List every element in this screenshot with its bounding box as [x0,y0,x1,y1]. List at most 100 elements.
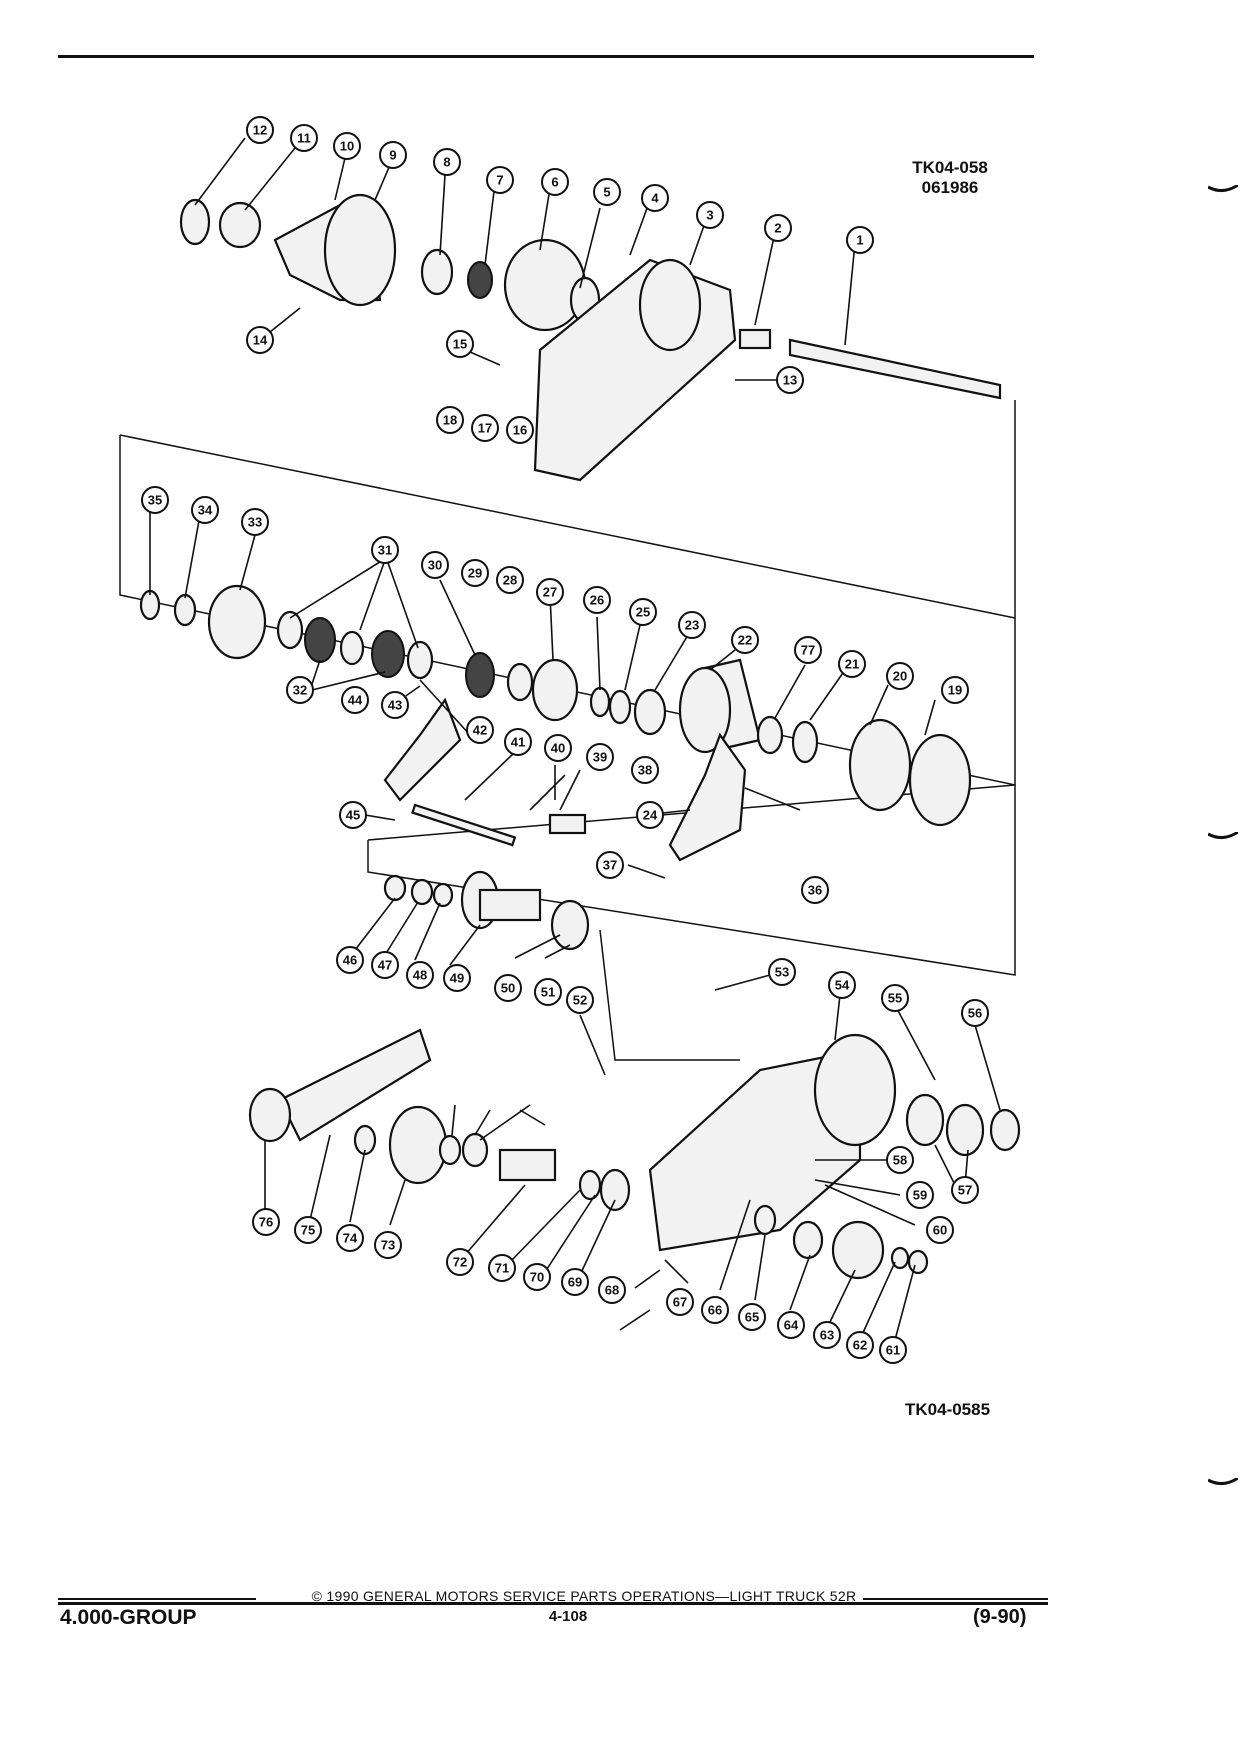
callout-36: 36 [801,876,829,904]
callout-number: 54 [835,978,850,993]
callout-circle [494,974,522,1002]
callout-circle [738,1303,766,1331]
callout-68: 68 [598,1276,626,1304]
callout-21: 21 [838,650,866,678]
callout-26: 26 [583,586,611,614]
callout-40: 40 [544,734,572,762]
callout-circle [141,486,169,514]
callout-number: 44 [348,693,363,708]
callout-circle [286,676,314,704]
callout-number: 77 [801,643,815,658]
callout-number: 2 [774,221,781,236]
callout-60: 60 [926,1216,954,1244]
callout-number: 22 [738,633,752,648]
callout-circle [290,124,318,152]
callout-circle [951,1176,979,1204]
callout-number: 9 [389,148,396,163]
callout-2: 2 [764,214,792,242]
callout-circle [246,116,274,144]
callout-77: 77 [794,636,822,664]
callout-number: 13 [783,373,797,388]
callout-circle [536,578,564,606]
callout-circle [561,1268,589,1296]
callout-number: 50 [501,981,515,996]
callout-34: 34 [191,496,219,524]
callout-circle [504,728,532,756]
callout-number: 1 [856,233,863,248]
callout-circle [846,1331,874,1359]
part-chain-75 [278,1028,432,1142]
callout-number: 16 [513,423,527,438]
callout-15: 15 [446,330,474,358]
callout-number: 38 [638,763,652,778]
callout-number: 40 [551,741,565,756]
callout-circle [641,184,669,212]
callout-13: 13 [776,366,804,394]
callout-7: 7 [486,166,514,194]
callout-3: 3 [696,201,724,229]
callout-number: 17 [478,421,492,436]
callout-number: 74 [343,1231,358,1246]
callout-57: 57 [951,1176,979,1204]
callout-circle [471,414,499,442]
callout-circle [379,141,407,169]
callout-54: 54 [828,971,856,999]
callout-circle [534,978,562,1006]
callout-number: 23 [685,618,699,633]
callout-38: 38 [631,756,659,784]
callout-circle [598,1276,626,1304]
callout-circle [886,1146,914,1174]
callout-number: 56 [968,1006,982,1021]
callout-64: 64 [777,1311,805,1339]
callout-18: 18 [436,406,464,434]
part-oil-pump-6 [503,238,587,332]
callout-circle [813,1321,841,1349]
callout-number: 20 [893,669,907,684]
callout-56: 56 [961,999,989,1027]
callout-number: 58 [893,1153,907,1168]
callout-circle [333,132,361,160]
callout-5: 5 [593,178,621,206]
margin-mark-1 [1208,185,1238,192]
callout-circle [636,801,664,829]
callout-12: 12 [246,116,274,144]
callout-number: 29 [468,566,482,581]
callout-circle [433,148,461,176]
callout-number: 68 [605,1283,619,1298]
part-sleeve-11 [218,201,262,249]
callout-41: 41 [504,728,532,756]
footer-rule-left [58,1598,256,1600]
callout-17: 17 [471,414,499,442]
callout-circle [794,636,822,664]
callout-circle [631,756,659,784]
callout-circle [596,851,624,879]
callout-circle [941,676,969,704]
callout-66: 66 [701,1296,729,1324]
callout-35: 35 [141,486,169,514]
callout-number: 11 [297,131,311,146]
callout-number: 41 [511,735,525,750]
callout-circle [336,946,364,974]
callout-48: 48 [406,961,434,989]
callout-circle [906,1181,934,1209]
callout-number: 60 [933,1223,947,1238]
callout-70: 70 [523,1263,551,1291]
callout-circle [488,1254,516,1282]
callout-50: 50 [494,974,522,1002]
callout-76: 76 [252,1208,280,1236]
callout-circle [777,1311,805,1339]
callout-circle [443,964,471,992]
callout-circle [696,201,724,229]
footer-rule-bottom [58,1602,1048,1605]
part-case-3-bore [638,258,702,352]
callout-number: 48 [413,968,427,983]
callout-29: 29 [461,559,489,587]
margin-mark-2 [1208,832,1238,839]
callout-number: 3 [706,208,713,223]
page-footer: © 1990 GENERAL MOTORS SERVICE PARTS OPER… [58,1578,1048,1648]
callout-22: 22 [731,626,759,654]
callout-circle [466,716,494,744]
callout-circle [881,984,909,1012]
callout-circle [879,1336,907,1364]
